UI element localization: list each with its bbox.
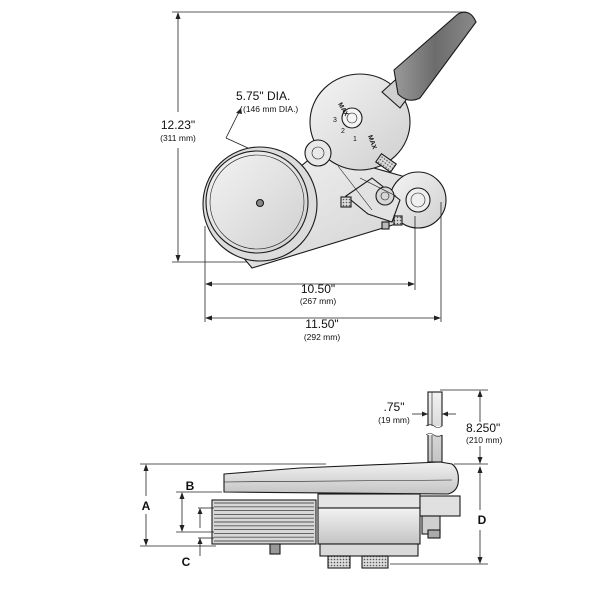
width-outer-value: 11.50" xyxy=(305,317,338,331)
diameter-callout: 5.75" DIA. (146 mm DIA.) xyxy=(225,89,298,149)
wheel-center xyxy=(255,198,265,208)
wheel-stack-ribs xyxy=(214,502,314,542)
pivot-ring xyxy=(405,187,431,213)
height-value: 12.23" xyxy=(161,118,195,132)
side-view: .75" (19 mm) 8.250" (210 mm) D xyxy=(140,389,503,569)
pivot-bore xyxy=(410,192,426,208)
top-view: 12.23" (311 mm) MAX 3 2 1 MAX xyxy=(160,11,477,342)
diameter-metric: (146 mm DIA.) xyxy=(243,104,298,114)
letter-b: B xyxy=(186,479,195,493)
adjust-bracket xyxy=(337,165,403,230)
letter-a: A xyxy=(142,499,151,513)
letter-c: C xyxy=(182,555,191,569)
c-dimension: C xyxy=(182,507,214,569)
shaft-value: .75" xyxy=(384,400,405,414)
shaft-dimension: .75" (19 mm) xyxy=(378,400,456,425)
shaft xyxy=(424,391,446,463)
width-dimensions: 10.50" (267 mm) 11.50" (292 mm) xyxy=(204,202,442,342)
clamp-knob xyxy=(374,152,398,174)
a-dimension: A xyxy=(140,463,326,547)
dial-boss xyxy=(304,139,332,167)
height-metric: (311 mm) xyxy=(160,133,196,143)
top-plate xyxy=(223,461,459,495)
width-outer-metric: (292 mm) xyxy=(304,332,341,342)
side-height-metric: (210 mm) xyxy=(466,435,503,445)
dial-number-3: 3 xyxy=(333,117,337,124)
shaft-metric: (19 mm) xyxy=(378,415,410,425)
housing xyxy=(317,493,461,557)
diameter-value: 5.75" DIA. xyxy=(236,89,290,103)
dial-number-2: 2 xyxy=(341,128,345,135)
dial-hub xyxy=(341,107,363,129)
side-height-value: 8.250" xyxy=(466,421,500,435)
width-inner-value: 10.50" xyxy=(301,282,335,296)
bottom-knobs xyxy=(269,543,389,569)
height-dimension: 12.23" (311 mm) xyxy=(160,11,466,263)
dial-number-1: 1 xyxy=(353,136,357,143)
letter-d: D xyxy=(478,513,487,527)
handle xyxy=(381,11,477,109)
dial-max-bottom: MAX xyxy=(366,134,378,151)
side-height-dimension: 8.250" (210 mm) xyxy=(440,389,503,465)
width-inner-metric: (267 mm) xyxy=(300,296,337,306)
b-dimension: B xyxy=(176,479,222,533)
wheel-stack xyxy=(211,499,317,545)
wheel xyxy=(202,146,318,262)
d-dimension: D xyxy=(390,466,488,565)
